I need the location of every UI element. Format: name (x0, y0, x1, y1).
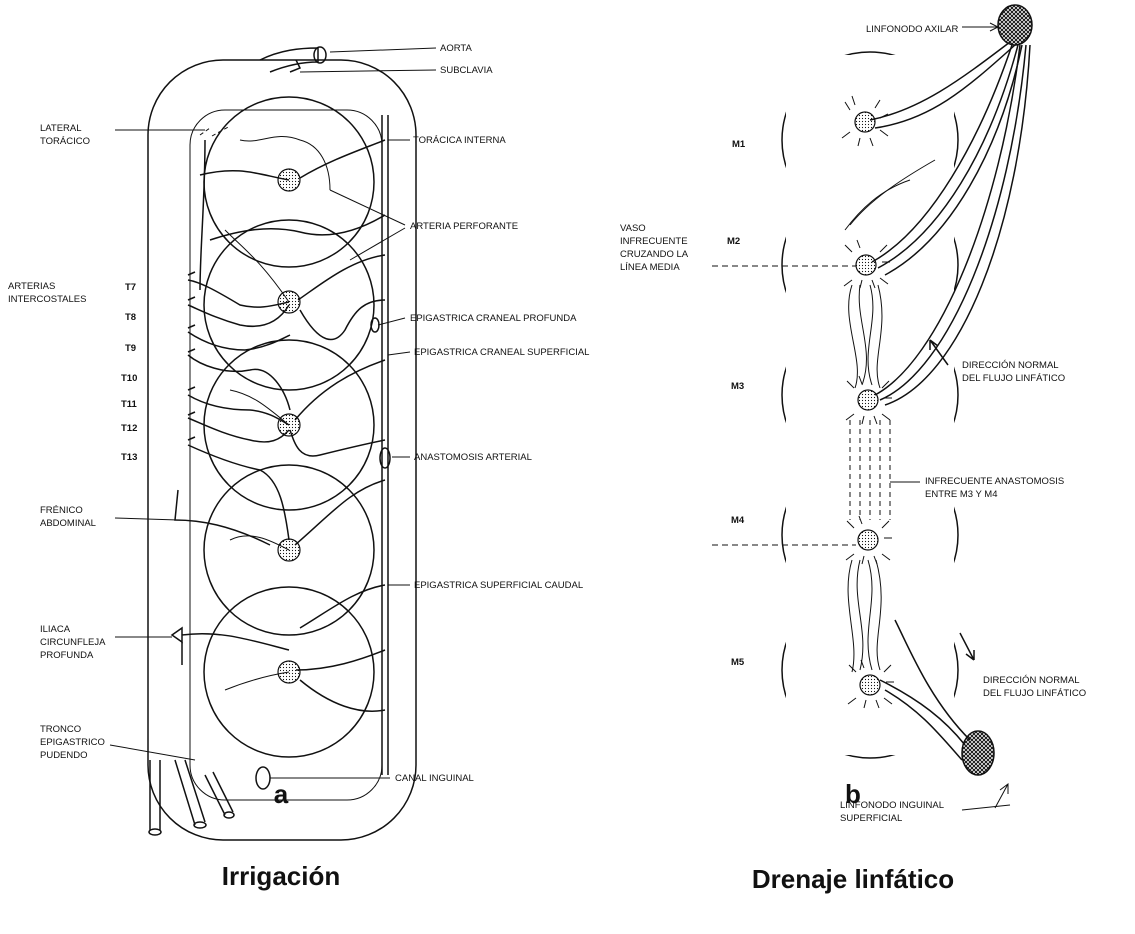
lateral-toracico-vessel (200, 140, 205, 290)
label-ing-2: SUPERFICIAL (840, 813, 902, 824)
label-iliaca-3: PROFUNDA (40, 650, 94, 661)
label-infrec-2: ENTRE M3 Y M4 (925, 489, 998, 500)
label-tronco-2: EPIGASTRICO (40, 737, 105, 748)
label-canal-inguinal: CANAL INGUINAL (395, 773, 474, 784)
label-m1: M1 (732, 139, 746, 150)
panel-a-leader-lines (110, 48, 436, 778)
label-dir1-2: DEL FLUJO LINFÁTICO (962, 373, 1065, 384)
label-dir2-2: DEL FLUJO LINFÁTICO (983, 688, 1086, 699)
label-vaso-3: CRUZANDO LA (620, 249, 689, 260)
label-vaso-1: VASO (620, 223, 646, 234)
label-iliaca-1: ILIACA (40, 624, 71, 635)
label-lateral-1: LATERAL (40, 123, 82, 134)
canal-inguinal-ring (256, 767, 270, 789)
axillary-node (998, 5, 1032, 45)
label-tronco-3: PUDENDO (40, 750, 88, 761)
panel-a-irrigation: AORTA SUBCLAVIA LATERAL TORÁCICO TORÁCIC… (8, 43, 589, 891)
label-arterias-2: INTERCOSTALES (8, 294, 86, 305)
label-t9: T9 (125, 343, 136, 354)
label-t7: T7 (125, 282, 136, 293)
label-t12: T12 (121, 423, 137, 434)
label-vaso-4: LÍNEA MEDIA (620, 262, 680, 273)
label-anastomosis-arterial: ANASTOMOSIS ARTERIAL (414, 452, 532, 463)
label-epig-superficial-caudal: EPIGASTRICA SUPERFICIAL CAUDAL (414, 580, 583, 591)
label-dir1-1: DIRECCIÓN NORMAL (962, 360, 1059, 371)
label-iliaca-2: CIRCUNFLEJA (40, 637, 106, 648)
label-t13: T13 (121, 452, 137, 463)
flow-arrow-down (960, 633, 974, 660)
label-epig-craneal-superficial: EPIGASTRICA CRANEAL SUPERFICIAL (414, 347, 589, 358)
label-lateral-2: TORÁCICO (40, 136, 90, 147)
panel-b-letter: b (845, 779, 861, 809)
label-t11: T11 (121, 399, 138, 410)
label-m2: M2 (727, 236, 740, 247)
label-tronco-1: TRONCO (40, 724, 81, 735)
label-arterias-1: ARTERIAS (8, 281, 55, 292)
label-t10: T10 (121, 373, 137, 384)
panel-a-letter: a (274, 779, 289, 809)
panel-b-caption: Drenaje linfático (752, 864, 954, 894)
label-m4: M4 (731, 515, 745, 526)
label-dir2-1: DIRECCIÓN NORMAL (983, 675, 1080, 686)
label-frenico-2: ABDOMINAL (40, 518, 96, 529)
label-m5: M5 (731, 657, 745, 668)
label-m3: M3 (731, 381, 744, 392)
label-infrec-1: INFRECUENTE ANASTOMOSIS (925, 476, 1064, 487)
intercostal-arteries (188, 272, 290, 540)
panel-b-lymphatic: LINFONODO AXILAR VASO INFRECUENTE CRUZAN… (620, 5, 1086, 894)
label-linfonodo-axilar: LINFONODO AXILAR (866, 24, 959, 35)
label-arteria-perforante: ARTERIA PERFORANTE (410, 221, 518, 232)
label-subclavia: SUBCLAVIA (440, 65, 493, 76)
label-vaso-2: INFRECUENTE (620, 236, 688, 247)
label-aorta: AORTA (440, 43, 473, 54)
tronco-epigastrico-vessels (149, 760, 270, 835)
label-t8: T8 (125, 312, 136, 323)
label-toracica-interna: TORÁCICA INTERNA (413, 135, 506, 146)
label-epig-craneal-profunda: EPIGASTRICA CRANEAL PROFUNDA (410, 313, 577, 324)
label-frenico-1: FRÉNICO (40, 505, 83, 516)
panel-a-caption: Irrigación (222, 861, 340, 891)
panel-a-inner-wall (190, 110, 382, 800)
